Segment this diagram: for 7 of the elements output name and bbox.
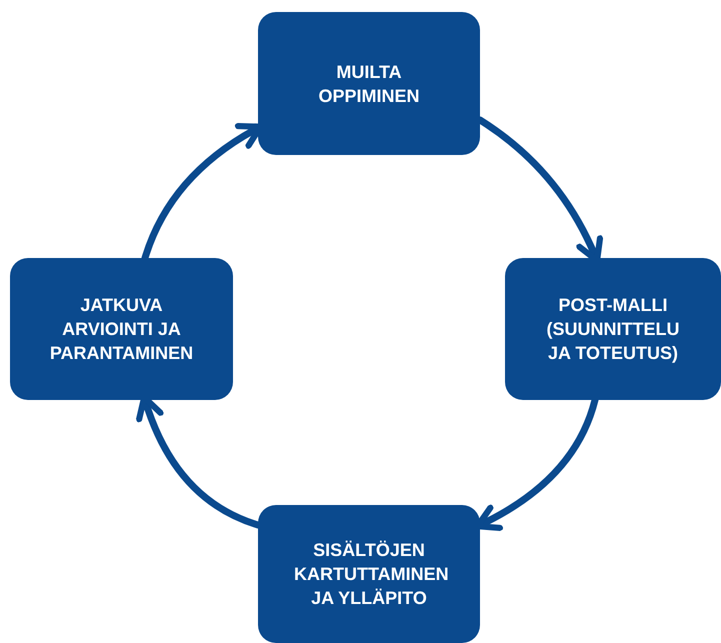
box-label: JATKUVA ARVIOINTI JA PARANTAMINEN <box>48 294 194 365</box>
process-box <box>505 258 721 400</box>
process-box <box>258 505 480 643</box>
box-label: POST-MALLI (SUUNNITTELU JA TOTEUTUS) <box>546 294 680 365</box>
process-box <box>10 258 233 400</box>
process-box <box>258 12 480 155</box>
box-label: MUILTA OPPIMINEN <box>317 60 420 108</box>
